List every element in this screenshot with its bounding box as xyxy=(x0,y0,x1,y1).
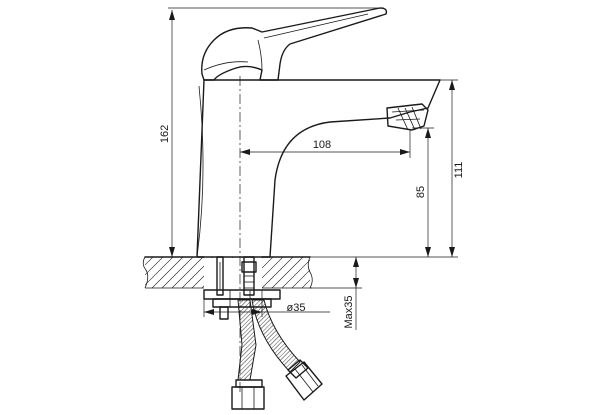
max-countertop-label: Max35 xyxy=(343,295,355,328)
dimension-overall-height: 162 xyxy=(159,7,384,258)
overall-height-label: 162 xyxy=(159,125,171,143)
hole-diameter-label: ø35 xyxy=(287,302,306,314)
spout-aerator xyxy=(386,103,429,131)
supply-hose-right xyxy=(251,299,323,401)
spout-height-label: 85 xyxy=(415,186,427,198)
dimension-outlet-height: 111 xyxy=(310,79,465,258)
dimension-spout-height: 85 xyxy=(412,127,434,257)
outlet-height-label: 111 xyxy=(453,162,465,179)
mounting-stud xyxy=(216,256,257,296)
supply-hose-left xyxy=(231,299,265,410)
faucet-body xyxy=(196,79,441,258)
dimension-spout-reach: 108 xyxy=(240,130,411,158)
spout-reach-label: 108 xyxy=(313,139,331,151)
dimension-max-countertop: Max35 xyxy=(310,257,362,330)
dimension-hole-diameter: ø35 xyxy=(203,290,330,317)
lever-handle xyxy=(201,7,388,81)
